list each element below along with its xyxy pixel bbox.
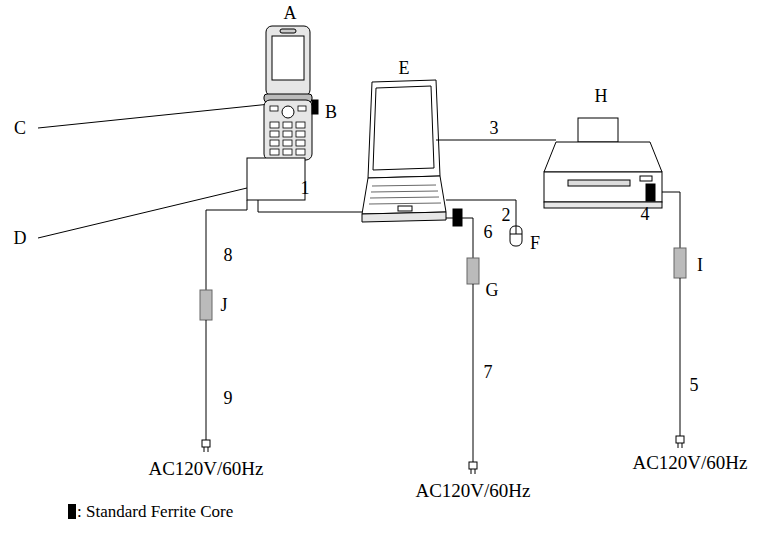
leader-line — [38, 188, 247, 238]
legend: : Standard Ferrite Core — [68, 503, 233, 521]
cable-number: 3 — [490, 119, 499, 137]
power-label: AC120V/60Hz — [632, 453, 747, 472]
ac-plug — [676, 436, 684, 448]
legend-text: : Standard Ferrite Core — [77, 502, 233, 521]
cable-number: 2 — [502, 206, 511, 224]
cable-number: 6 — [484, 223, 493, 241]
part-letter: B — [325, 103, 337, 121]
cable — [680, 278, 681, 436]
cable — [473, 284, 474, 462]
legend-row: : Standard Ferrite Core — [68, 503, 233, 521]
leader-line — [38, 103, 280, 128]
laptop — [362, 80, 446, 222]
part-letter: E — [399, 59, 410, 77]
cable-number: 8 — [224, 246, 233, 264]
cable — [206, 200, 247, 290]
part-letter: A — [284, 4, 297, 22]
part-letter: I — [697, 256, 703, 274]
phone — [264, 26, 318, 160]
ac-plug — [202, 440, 210, 452]
adapter — [674, 248, 686, 278]
cable-number: 4 — [641, 205, 650, 223]
power-label: AC120V/60Hz — [148, 459, 263, 478]
cable-number: 7 — [484, 363, 493, 381]
cable — [436, 140, 556, 141]
part-letter: G — [486, 281, 499, 299]
power-label: AC120V/60Hz — [415, 481, 530, 500]
part-letter: D — [14, 229, 27, 247]
cable — [206, 320, 207, 440]
legend-swatch — [68, 504, 76, 519]
part-letter: C — [14, 119, 26, 137]
part-letter: J — [220, 296, 227, 314]
ac-plug — [469, 462, 477, 474]
cable — [662, 192, 680, 248]
ferrite-core — [453, 209, 462, 226]
ferrite-core — [646, 184, 655, 201]
cable-number: 5 — [690, 376, 699, 394]
adapter — [467, 258, 479, 284]
printer — [544, 118, 662, 208]
mouse — [510, 226, 522, 246]
cable — [446, 200, 516, 226]
cable-number: 1 — [301, 179, 310, 197]
cable-number: 9 — [224, 389, 233, 407]
part-letter: H — [595, 87, 608, 105]
part-letter: F — [530, 234, 540, 252]
adapter — [200, 290, 212, 320]
cradle-box — [247, 158, 305, 200]
